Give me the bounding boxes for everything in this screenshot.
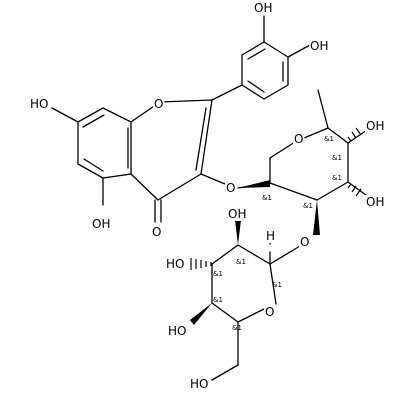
stereo-rha-c5: &1 bbox=[324, 135, 334, 143]
atom-oh-glucose-top: OH bbox=[228, 207, 246, 221]
atom-label-background bbox=[299, 235, 311, 249]
atom-label-background bbox=[265, 229, 277, 243]
atom-label-background bbox=[167, 324, 188, 338]
atom-label-background bbox=[309, 39, 330, 53]
stereo-rha-c2: &1 bbox=[303, 202, 313, 210]
stereo-glc-c5: &1 bbox=[232, 324, 242, 332]
atom-label-background bbox=[189, 377, 210, 391]
hash-bond-rha-c3 bbox=[347, 183, 362, 197]
stereo-glc-c4: &1 bbox=[213, 296, 223, 304]
atom-label-background bbox=[151, 225, 163, 239]
stereo-glc-c1: &1 bbox=[272, 281, 282, 289]
atom-o-rhamnose-ring: O bbox=[294, 132, 303, 146]
atom-ho-hydroxymethyl: HO bbox=[190, 377, 208, 391]
atom-label-background bbox=[365, 119, 386, 133]
bond-layer bbox=[51, 15, 371, 381]
atom-label-background bbox=[293, 132, 305, 146]
atom-label-background bbox=[264, 305, 276, 319]
atom-label-background bbox=[153, 97, 165, 111]
atom-label-background bbox=[91, 217, 112, 231]
atom-o-carbonyl: O bbox=[152, 225, 161, 239]
wedge-bond-rha-c2 bbox=[313, 200, 320, 235]
stereo-glc-c3: &1 bbox=[213, 270, 223, 278]
wedge-bond-glc-c4 bbox=[190, 303, 212, 325]
hash-bond-rha-c4 bbox=[347, 127, 362, 142]
atom-label-background bbox=[365, 195, 386, 209]
atom-ho-glucose-lower-left: HO bbox=[168, 324, 186, 338]
atom-oh-a-ring-bottom: OH bbox=[92, 217, 110, 231]
wedge-bond-glc-c2 bbox=[235, 220, 241, 245]
atom-o-glycosidic-1: O bbox=[226, 181, 235, 195]
stereo-glc-c2: &1 bbox=[236, 258, 246, 266]
atom-label-background bbox=[253, 1, 274, 15]
atom-h-anomeric: H bbox=[266, 229, 275, 243]
atom-label-background bbox=[225, 181, 237, 195]
atom-oh-catechol-top: OH bbox=[254, 1, 272, 15]
atom-ho-a-ring-top: HO bbox=[30, 97, 48, 111]
stereo-rha-c3: &1 bbox=[332, 174, 342, 182]
atom-label-background bbox=[29, 97, 50, 111]
atom-label-background bbox=[227, 207, 248, 221]
wedge-bond-rha-c1 bbox=[238, 180, 270, 188]
atom-o-glycosidic-2: O bbox=[300, 235, 309, 249]
atom-label-background bbox=[165, 257, 186, 271]
hash-bond-glc-c3 bbox=[190, 258, 212, 270]
stereo-rha-c1: &1 bbox=[262, 194, 272, 202]
stereo-descriptor-layer: &1 &1 &1 &1 &1 &1 &1 &1 &1 &1 bbox=[213, 135, 342, 332]
stereo-rha-c4: &1 bbox=[332, 154, 342, 162]
atom-oh-rhamnose-lower: OH bbox=[366, 195, 384, 209]
atom-label-layer: OH OH HO OH O O O O OH OH O OH H HO HO O… bbox=[29, 1, 386, 391]
atom-oh-catechol-right: OH bbox=[310, 39, 328, 53]
atom-o-chromone-ring: O bbox=[154, 97, 163, 111]
stereo-bond-layer bbox=[190, 127, 362, 325]
atom-ho-glucose-left: HO bbox=[166, 257, 184, 271]
atom-oh-rhamnose-right: OH bbox=[366, 119, 384, 133]
atom-o-glucose-ring: O bbox=[265, 305, 274, 319]
